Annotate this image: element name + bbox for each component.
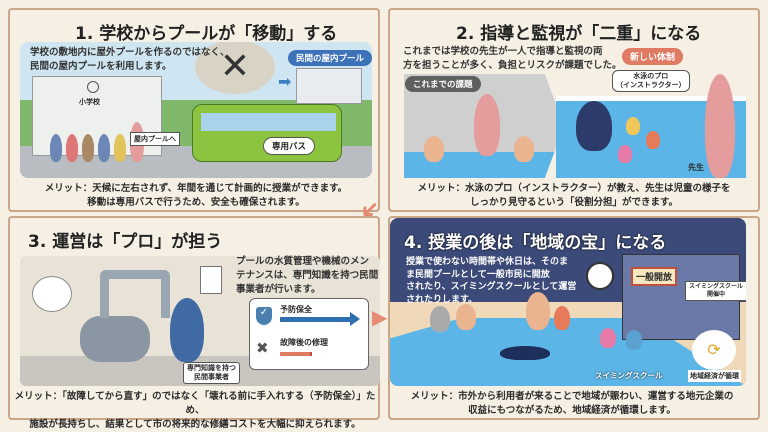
public-open-sign: 一般開放 bbox=[631, 267, 678, 286]
panel-3-description: プールの水質管理や機械のメン テナンスは、専門知識を持つ民間 事業者が行います。 bbox=[236, 255, 378, 297]
swimmers bbox=[430, 292, 710, 376]
panel-4-title: 4. 授業の後は「地域の宝」になる bbox=[404, 233, 667, 253]
description-line: テナンスは、専門知識を持つ民間 bbox=[236, 270, 379, 281]
description-line: 学校の敷地内に屋外プールを作るのではなく、 bbox=[30, 47, 230, 58]
private-pool-badge: 民間の屋内プール bbox=[288, 50, 372, 66]
merit-line: しっかり見守るという「役割分担」ができます。 bbox=[469, 197, 679, 208]
water-quality-bubble bbox=[32, 276, 72, 312]
panel-2-title: 2. 指導と監視が「二重」になる bbox=[456, 24, 702, 44]
merit-line: メリット：天候に左右されず、年間を通じて計画的に授業ができます。 bbox=[44, 183, 348, 194]
clipboard-icon bbox=[200, 266, 222, 294]
economy-circle-icon: ⟳ bbox=[692, 330, 736, 370]
description-line: これまでは学校の先生が一人で指導と監視の両 bbox=[403, 46, 603, 57]
preventive-label: 予防保全 bbox=[280, 305, 312, 314]
instructor-label: 水泳のプロ bbox=[633, 72, 669, 80]
description-line: されたり、スイミングスクールとして運営 bbox=[406, 282, 577, 292]
pipes bbox=[100, 270, 170, 318]
sign-label: 屋内プールへ bbox=[130, 132, 180, 146]
worker-figure bbox=[170, 298, 204, 362]
repair-label: 故障後の修理 bbox=[280, 338, 328, 347]
description-line: 民間の屋内プールを利用します。 bbox=[30, 61, 172, 72]
bus: 専用バス bbox=[192, 104, 342, 162]
panel-1-description: 学校の敷地内に屋外プールを作るのではなく、 民間の屋内プールを利用します。 bbox=[30, 46, 230, 74]
description-line: 事業者が行います。 bbox=[236, 284, 321, 295]
school-label: 小学校 bbox=[79, 98, 100, 106]
teacher-standing bbox=[705, 74, 735, 178]
merit-line: メリット：水泳のプロ（インストラクター）が教え、先生は児童の様子を bbox=[417, 183, 731, 194]
indoor-pool-building bbox=[296, 68, 362, 104]
merit-line: 移動は専用バスで行うため、安全も確保されます。 bbox=[87, 197, 305, 208]
worker-label-line: 専門知識を持つ bbox=[187, 364, 236, 372]
panel-1-illustration: 小学校 ✕ ➡ 民間の屋内プール 専用バス 屋内プールへ bbox=[20, 42, 372, 178]
instructor-figure bbox=[576, 101, 612, 151]
worker-label-line: 民間事業者 bbox=[194, 373, 229, 381]
flow-arrow-3-to-4: ▶ bbox=[372, 305, 388, 329]
teacher-figure bbox=[474, 94, 500, 156]
panel-1-title: 1. 学校からプールが「移動」する bbox=[75, 24, 338, 44]
description-line: 授業で使わない時間帯や休日は、そのま bbox=[406, 257, 569, 267]
clock-icon bbox=[87, 81, 99, 93]
teacher-label: 先生 bbox=[688, 163, 704, 172]
worker-label: 専門知識を持つ 民間事業者 bbox=[183, 362, 240, 384]
pump-machine bbox=[80, 316, 150, 362]
panel-2-frame bbox=[388, 8, 760, 212]
merit-line: メリット：市外から利用者が来ることで地域が賑わい、運営する地元企業の bbox=[410, 391, 734, 402]
shield-check-icon: ✓ bbox=[256, 307, 272, 325]
panel-4-merit: メリット：市外から利用者が来ることで地域が賑わい、運営する地元企業の 収益にもつ… bbox=[394, 390, 750, 418]
panel-3-merit: メリット：「故障してから直す」のではなく「壊れる前に手入れする（予防保全）」ため… bbox=[14, 390, 376, 432]
merit-line: メリット：「故障してから直す」のではなく「壊れる前に手入れする（予防保全）」ため… bbox=[14, 391, 376, 416]
panel-4-frame bbox=[388, 216, 760, 420]
instructor-bubble: 水泳のプロ （インストラクター） bbox=[612, 70, 690, 92]
instructor-label: （インストラクター） bbox=[616, 81, 686, 89]
economy-label: 地域経済が循環 bbox=[688, 370, 741, 382]
description-line: ま民間プールとして一般市民に開放 bbox=[406, 269, 550, 280]
new-system-badge: 新しい体制 bbox=[622, 48, 684, 65]
panel-2-description: これまでは学校の先生が一人で指導と監視の両 方を担うことが多く、負担とリスクが課… bbox=[403, 45, 622, 73]
panel-4-illustration: 一般開放 スイミングスクール 開催中 ⟳ bbox=[390, 218, 746, 386]
preventive-arrow bbox=[280, 317, 356, 322]
swim-school-sign-line: スイミングスクール bbox=[689, 283, 744, 290]
tools-icon: ✖ bbox=[256, 339, 269, 357]
panel-3-title: 3. 運営は「プロ」が担う bbox=[28, 232, 223, 252]
pool-facility-building: 一般開放 スイミングスクール 開催中 bbox=[622, 254, 746, 340]
swim-school-sign: スイミングスクール 開催中 bbox=[685, 281, 746, 301]
outdoor-pool-crossed: ✕ bbox=[195, 42, 275, 94]
swim-school-label: スイミングスクール bbox=[595, 371, 663, 380]
panel-1-merit: メリット：天候に左右されず、年間を通じて計画的に授業ができます。 移動は専用バス… bbox=[20, 182, 372, 210]
panel-1-frame bbox=[8, 8, 380, 212]
clock-icon bbox=[586, 262, 614, 290]
merit-line: 収益にもつながるため、地域経済が循環します。 bbox=[468, 405, 676, 416]
panel-4-description: 授業で使わない時間帯や休日は、そのま ま民間プールとして一般市民に開放 されたり… bbox=[406, 256, 576, 306]
description-line: 方を担うことが多く、負担とリスクが課題でした。 bbox=[403, 60, 622, 71]
repair-bar bbox=[280, 352, 312, 356]
merit-line: 施設が長持ちし、結果として市の将来的な修繕コストを大幅に抑えられます。 bbox=[29, 419, 361, 430]
description-line: プールの水質管理や機械のメン bbox=[236, 256, 370, 267]
arrow-right-icon: ➡ bbox=[278, 72, 292, 91]
school-building: 小学校 bbox=[32, 76, 162, 156]
swim-school-sign-line: 開催中 bbox=[707, 291, 726, 298]
description-line: されたりします。 bbox=[406, 294, 478, 305]
panel-2-merit: メリット：水泳のプロ（インストラクター）が教え、先生は児童の様子を しっかり見守… bbox=[394, 182, 754, 210]
maintenance-callout: ✓ 予防保全 ✖ 故障後の修理 bbox=[249, 298, 369, 370]
old-issue-badge: これまでの課題 bbox=[405, 76, 481, 92]
bus-label: 専用バス bbox=[263, 137, 316, 155]
